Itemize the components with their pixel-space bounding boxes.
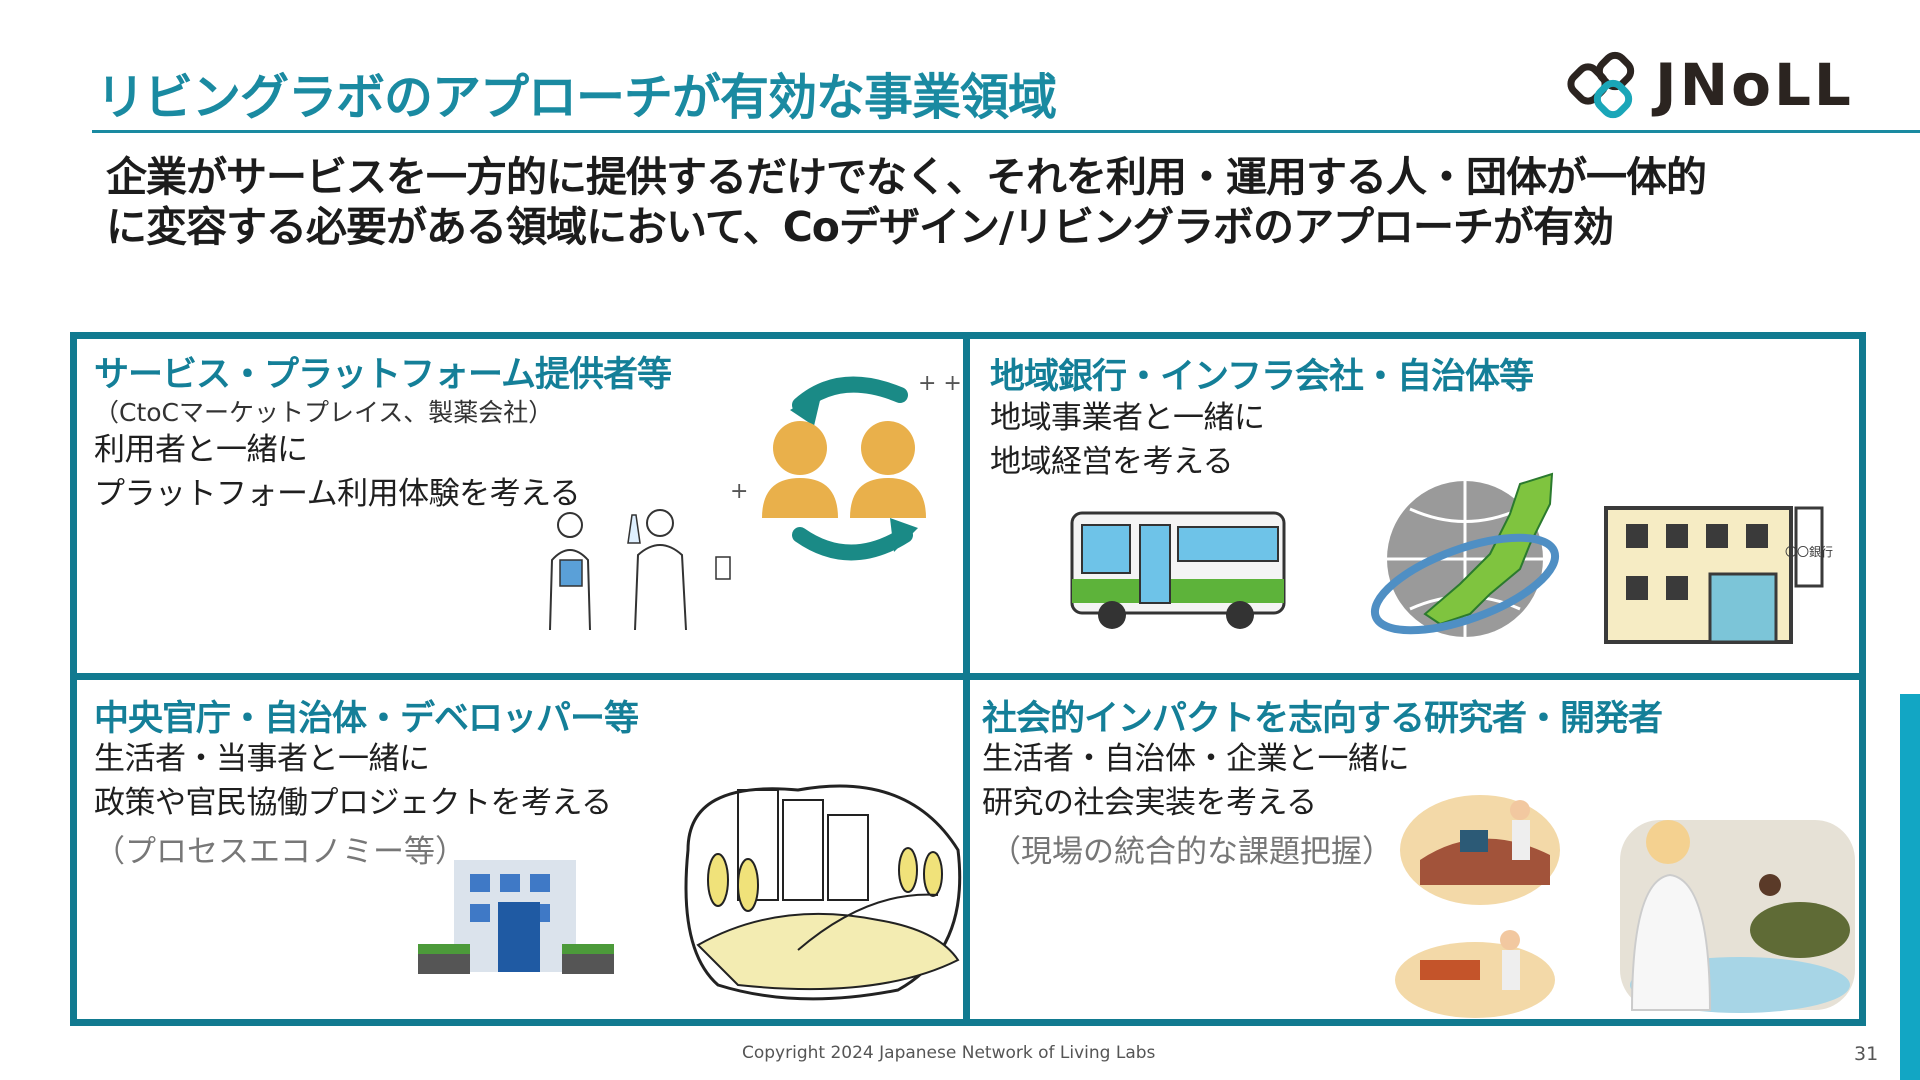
office-building-icon [418,860,614,974]
quadrant-3-body-line-1: 生活者・当事者と一緒に [94,741,430,777]
lead-line-1: 企業がサービスを一方的に提供するだけでなく、それを利用・運用する人・団体が一体的 [106,153,1707,201]
quadrant-3-body-line-2: 政策や官民協働プロジェクトを考える [94,785,612,821]
bus-icon [1070,511,1286,629]
japan-globe-icon [1370,472,1560,637]
quadrant-3-note: （プロセスエコノミー等） [94,834,466,870]
quadrant-3-body: 生活者・当事者と一緒に 政策や官民協働プロジェクトを考える [94,737,612,825]
bank-sign-text: 〇〇銀行 [1785,545,1833,559]
quadrant-1-body-line-2: プラットフォーム利用体験を考える [94,476,581,512]
quadrant-divider-horizontal [70,673,1866,680]
bank-building-icon: 〇〇銀行 [1604,506,1833,644]
quadrant-4-body-line-1: 生活者・自治体・企業と一緒に [982,741,1410,777]
quadrant-4-body-line-2: 研究の社会実装を考える [982,785,1317,821]
quadrant-4-title: 社会的インパクトを志向する研究者・開発者 [982,699,1663,739]
field-research-illustration [1395,795,1855,1018]
quadrant-4-note: （現場の統合的な課題把握） [990,834,1393,870]
quadrant-1-title: サービス・プラットフォーム提供者等 [94,355,672,395]
page-number: 31 [1854,1043,1879,1065]
chain-logo-icon [1567,51,1635,119]
user-exchange-icon: + + + [730,371,962,561]
quadrant-1-subtitle: （CtoCマーケットプレイス、製薬会社） [94,398,554,427]
quadrant-2-body-line-1: 地域事業者と一緒に [990,400,1265,436]
quadrant-2-body-line-2: 地域経営を考える [990,444,1234,480]
side-accent-bar [1900,694,1920,1080]
lead-line-2: に変容する必要がある領域において、Coデザイン/リビングラボのアプローチが有効 [106,203,1614,251]
lead-text: 企業がサービスを一方的に提供するだけでなく、それを利用・運用する人・団体が一体的… [106,152,1707,252]
copyright-text: Copyright 2024 Japanese Network of Livin… [742,1043,1156,1063]
jnoll-logo: JNoLL [1565,44,1854,126]
quadrant-2-body: 地域事業者と一緒に 地域経営を考える [990,396,1265,484]
quadrant-1-body: 利用者と一緒に プラットフォーム利用体験を考える [94,428,581,516]
quadrant-3-title: 中央官庁・自治体・デベロッパー等 [94,699,639,739]
title-underline [92,130,1920,133]
quadrant-4-body: 生活者・自治体・企業と一緒に 研究の社会実装を考える [982,737,1410,825]
quadrant-1-body-line-1: 利用者と一緒に [94,432,308,468]
page-title: リビングラボのアプローチが有効な事業領域 [96,69,1057,126]
logo-text: JNoLL [1655,51,1854,119]
researchers-illustration [549,509,731,631]
svg-text:+: + [730,479,748,504]
city-park-illustration [684,784,962,1001]
quadrant-2-title: 地域銀行・インフラ会社・自治体等 [990,357,1534,397]
svg-text:+ +: + + [918,371,962,396]
